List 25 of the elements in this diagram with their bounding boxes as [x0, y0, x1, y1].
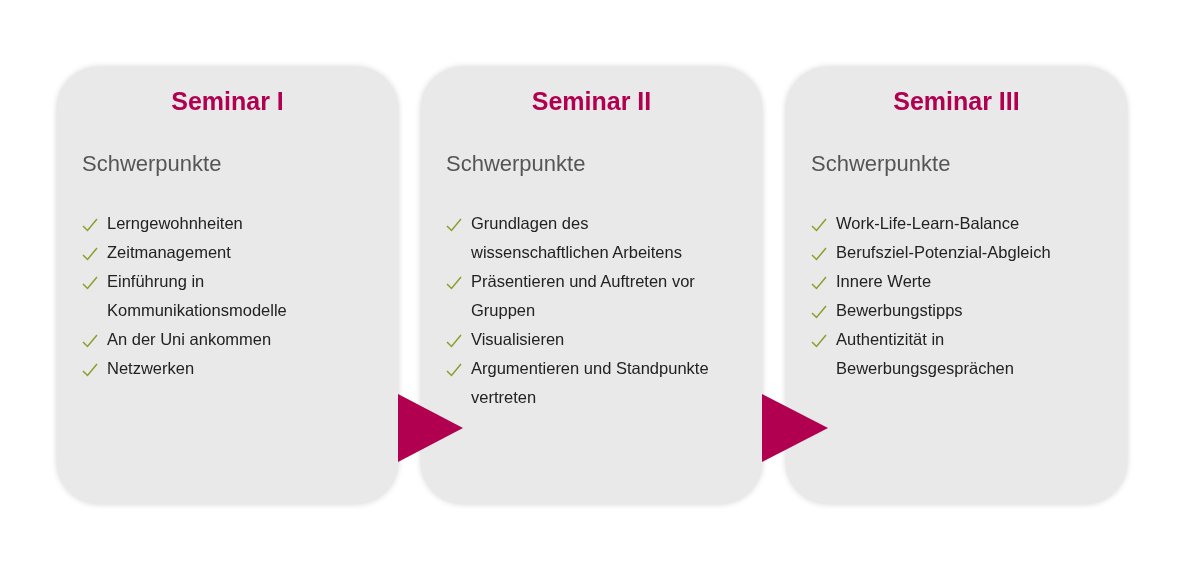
list-item: Bewerbungstipps — [836, 300, 964, 321]
list-item: Authentizität in Bewerbungsgesprächen — [836, 329, 1015, 379]
arrow-head — [762, 394, 828, 462]
seminar-card — [421, 67, 762, 504]
card-title: Seminar III — [893, 87, 1020, 116]
section-heading: Schwerpunkte — [446, 151, 586, 177]
seminar-card — [57, 67, 398, 504]
list-item: Berufsziel-Potenzial-Abgleich — [836, 242, 1052, 263]
card-title: Seminar II — [531, 87, 652, 116]
seminar-card — [786, 67, 1127, 504]
list-item: Work-Life-Learn-Balance — [836, 213, 1021, 234]
list-item: Zeitmanagement — [107, 242, 232, 263]
list-item: An der Uni ankommen — [107, 329, 273, 350]
list-item: Netzwerken — [107, 358, 196, 379]
list-item: Grundlagen des wissenschaftlichen Arbeitens — [471, 213, 683, 263]
list-item: Visualisieren — [471, 329, 566, 350]
list-item: Lerngewohnheiten — [107, 213, 244, 234]
list-item: Argumentieren und Standpunkte vertreten — [471, 358, 710, 408]
list-item: Innere Werte — [836, 271, 933, 292]
list-item: Präsentieren und Auftreten vor Gruppen — [471, 271, 696, 321]
card-title: Seminar I — [171, 87, 284, 116]
section-heading: Schwerpunkte — [811, 151, 951, 177]
arrow-head — [398, 394, 463, 462]
section-heading: Schwerpunkte — [82, 151, 222, 177]
list-item: Einführung in Kommunikationsmodelle — [107, 271, 288, 321]
